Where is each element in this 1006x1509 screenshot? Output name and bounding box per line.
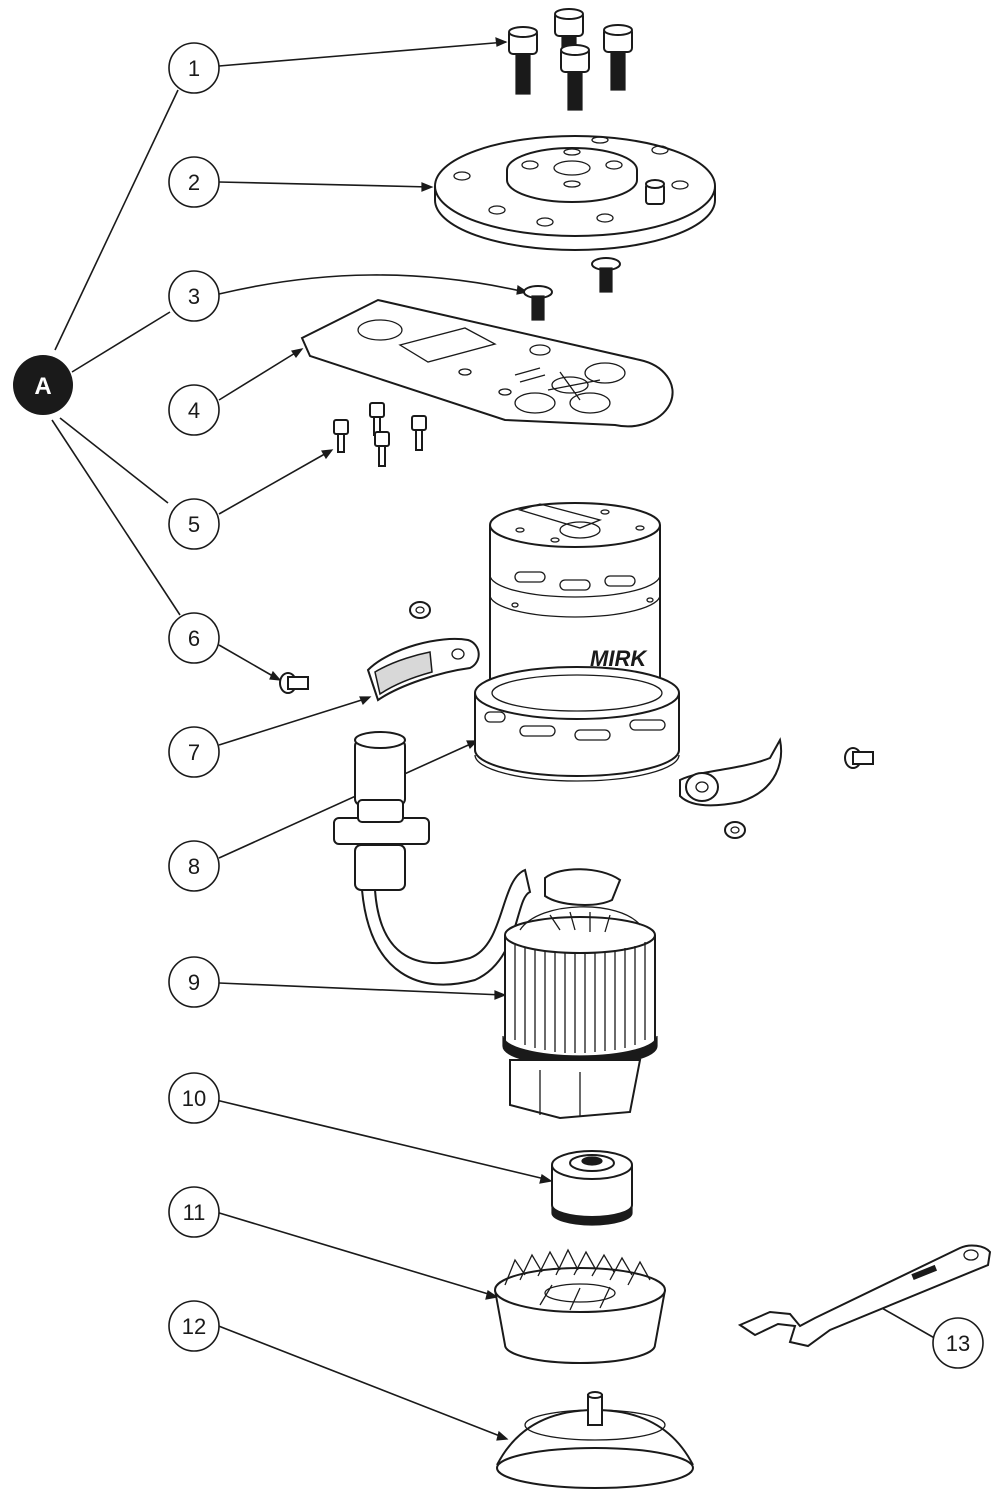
pins-and-nuts [279, 601, 874, 839]
small-screws [333, 402, 427, 467]
svg-text:2: 2 [188, 170, 200, 195]
side-clamps [366, 638, 783, 807]
callout-8: 8 [168, 840, 220, 892]
callout-4: 4 [168, 384, 220, 436]
svg-text:9: 9 [188, 970, 200, 995]
leader-lines [51, 37, 939, 1441]
svg-text:1: 1 [188, 56, 200, 81]
callout-3: 3 [168, 270, 220, 322]
svg-text:A: A [34, 373, 51, 400]
callout-1: 1 [168, 42, 220, 94]
svg-text:13: 13 [946, 1331, 970, 1356]
svg-text:4: 4 [188, 398, 200, 423]
svg-text:6: 6 [188, 626, 200, 651]
callout-13: 13 [932, 1317, 984, 1369]
callout-6: 6 [168, 612, 220, 664]
wrench [737, 1244, 992, 1348]
bearing [551, 1150, 633, 1226]
svg-text:3: 3 [188, 284, 200, 309]
svg-text:8: 8 [188, 854, 200, 879]
callout-11: 11 [168, 1186, 220, 1238]
callout-2: 2 [168, 156, 220, 208]
callout-10: 10 [168, 1072, 220, 1124]
svg-text:12: 12 [182, 1314, 206, 1339]
callout-bubbles: 1 2 3 4 5 6 7 8 [13, 42, 984, 1369]
cap-screws [508, 8, 633, 111]
svg-text:5: 5 [188, 512, 200, 537]
mounting-plate [434, 135, 716, 251]
callout-7: 7 [168, 726, 220, 778]
callout-9: 9 [168, 956, 220, 1008]
fan-impeller [494, 1248, 666, 1364]
svg-text:10: 10 [182, 1086, 206, 1111]
motor-assembly [333, 731, 658, 1120]
group-marker-a: A [13, 355, 73, 415]
callout-12: 12 [168, 1300, 220, 1352]
housing: MIRK [474, 502, 680, 782]
countersunk-screws [523, 257, 621, 321]
bracket-plate [300, 298, 674, 428]
callout-5: 5 [168, 498, 220, 550]
svg-text:11: 11 [183, 1200, 206, 1225]
base-pad [496, 1391, 694, 1489]
svg-text:7: 7 [188, 740, 200, 765]
